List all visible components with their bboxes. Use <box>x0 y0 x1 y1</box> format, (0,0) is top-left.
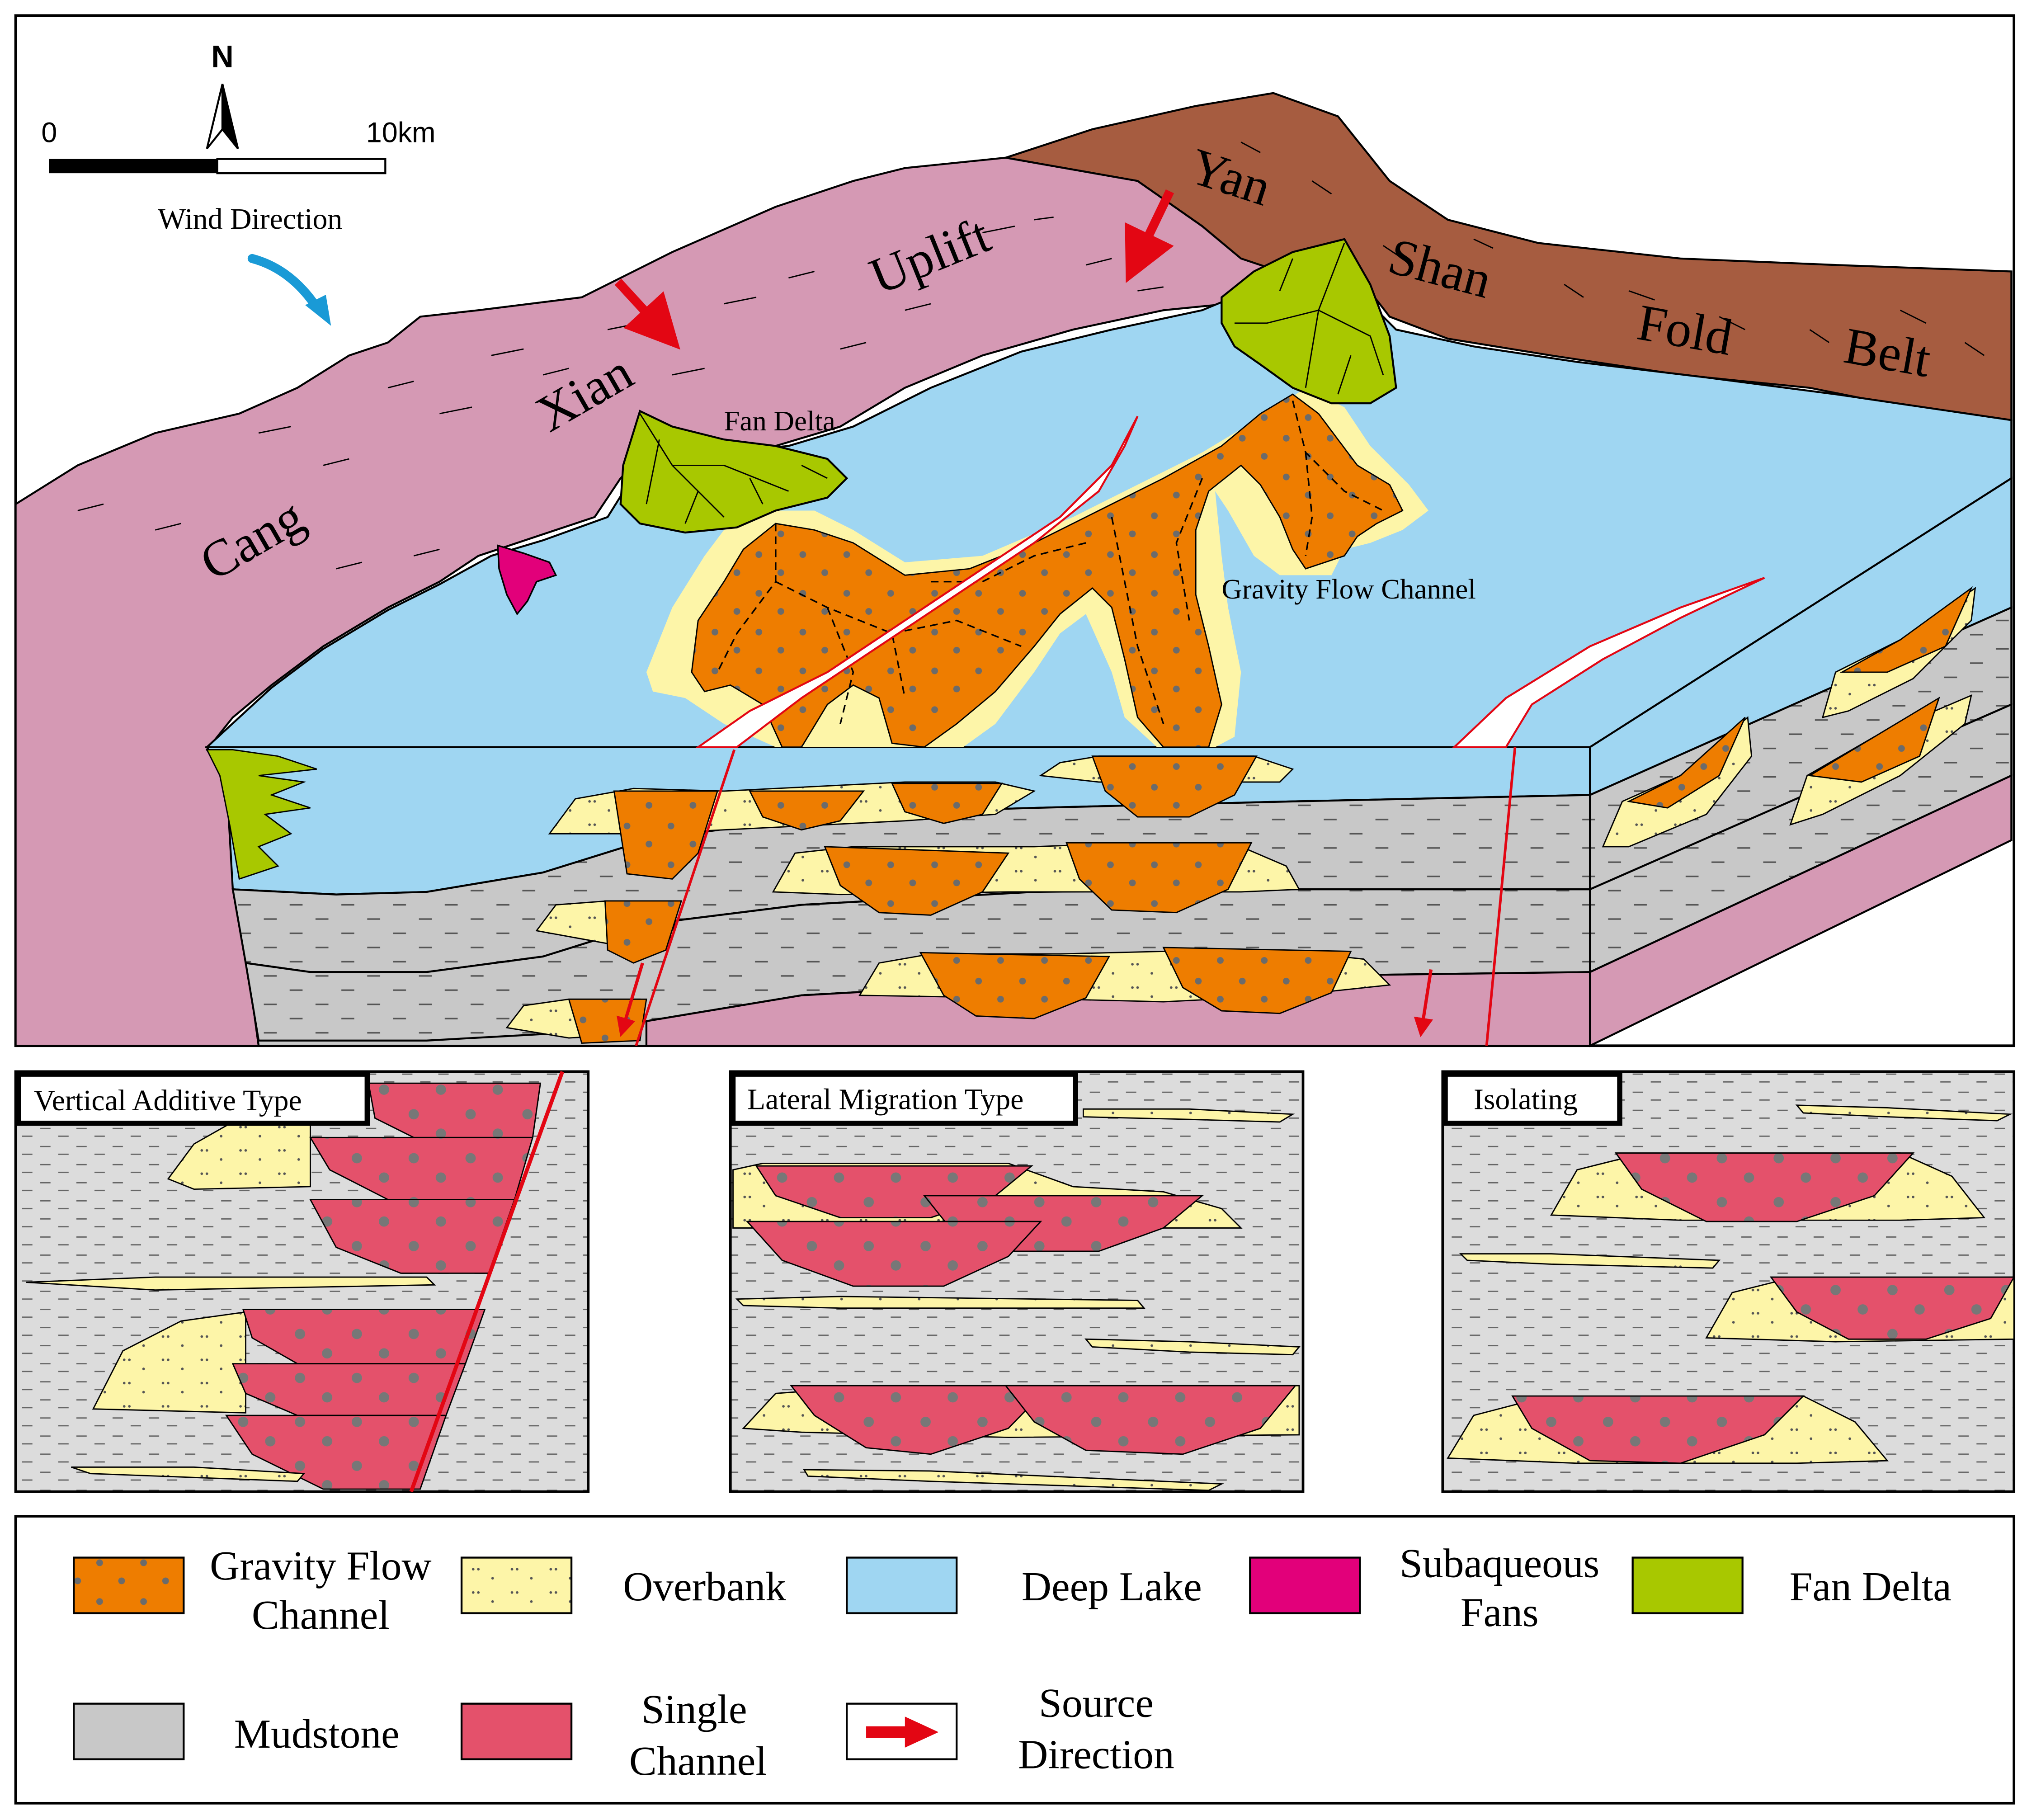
block-diagram: 0 10km N Wind Direction Fan Delta Gravit… <box>14 14 2016 1047</box>
legend-label: Channel <box>252 1592 390 1638</box>
panel-title: Vertical Additive Type <box>34 1084 302 1117</box>
panel-title-box <box>730 1071 1078 1126</box>
front-channel <box>604 900 683 964</box>
subaqueous-fan <box>497 544 557 616</box>
panel-isolating: Isolating <box>1441 1070 2016 1493</box>
fan-delta-label: Fan Delta <box>724 405 835 437</box>
legend-label: Gravity Flow <box>210 1542 432 1589</box>
wind-direction-label: Wind Direction <box>158 203 342 236</box>
front-face-channels <box>505 755 1391 1044</box>
panel-lateral-migration: Lateral Migration Type <box>729 1070 1305 1493</box>
front-channel <box>613 790 719 880</box>
overbank-thin-bed <box>803 1469 1224 1491</box>
legend-label: Overbank <box>623 1563 786 1609</box>
block-side-basement <box>1589 774 2013 1047</box>
legend-label: Source <box>1039 1679 1154 1726</box>
panel-title: Isolating <box>1474 1083 1578 1116</box>
terrain-hatching <box>77 141 1985 570</box>
north-label: N <box>211 39 234 74</box>
front-channel <box>891 783 1003 824</box>
source-direction-arrow-icon <box>614 278 680 350</box>
overbank-thin-bed <box>1795 1104 2013 1122</box>
legend: Gravity Flow Channel Overbank Deep Lake … <box>14 1515 2016 1805</box>
legend-label: Direction <box>1018 1731 1174 1778</box>
side-channel <box>1839 586 1973 673</box>
legend-label: Subaqueous <box>1400 1540 1599 1586</box>
front-fan-delta <box>206 749 317 880</box>
overbank-thin-bed <box>1459 1253 1721 1269</box>
legend-label: Deep Lake <box>1022 1563 1202 1609</box>
front-fault-left <box>635 749 736 1047</box>
panel-title-box <box>1442 1071 1622 1126</box>
single-channel-lens <box>745 1221 1042 1287</box>
fan-delta-right <box>1221 238 1397 405</box>
scale-end-label: 10km <box>366 117 436 149</box>
front-channel <box>749 790 865 831</box>
fan-delta-right-veins <box>1234 243 1384 395</box>
single-channel-lens <box>309 1199 516 1274</box>
panel-title-box <box>15 1071 370 1126</box>
legend-label: Fans <box>1461 1589 1539 1635</box>
overbank-lens <box>92 1311 246 1414</box>
mudstone-swatch <box>73 1702 185 1760</box>
single-channel-lens <box>1614 1152 1915 1222</box>
front-channel <box>824 846 1010 916</box>
side-channel <box>1808 696 1940 783</box>
fan-delta-swatch <box>1631 1556 1744 1614</box>
source-direction-arrow-head <box>905 1716 939 1748</box>
front-channel <box>1091 755 1258 818</box>
legend-label: Fan Delta <box>1790 1563 1952 1609</box>
overbank-thin-bed <box>1082 1108 1295 1123</box>
north-arrow: N <box>206 39 239 150</box>
cangxian-uplift <box>14 156 1282 1047</box>
single-channel-lens <box>1004 1385 1297 1455</box>
front-channel <box>1065 842 1253 914</box>
fault-slip-arrow <box>1414 969 1433 1037</box>
wind-direction-arrow-icon <box>247 254 321 312</box>
single-channel-lens <box>1511 1395 1805 1464</box>
panel-fault <box>409 1070 565 1493</box>
panel-title: Lateral Migration Type <box>747 1083 1023 1116</box>
overbank-thin-bed <box>26 1276 436 1291</box>
legend-label: Single <box>641 1686 747 1732</box>
front-channel <box>1162 947 1352 1014</box>
fan-delta-left-veins <box>639 413 828 524</box>
subaqueous-fans-swatch <box>1249 1556 1361 1614</box>
deep-lake-swatch <box>845 1556 958 1614</box>
legend-label: Channel <box>629 1738 767 1784</box>
front-fault-right <box>1485 747 1517 1046</box>
front-channel <box>919 952 1111 1019</box>
fault-slip-arrow <box>617 962 644 1037</box>
scale-bar: 0 10km <box>41 117 436 174</box>
wind-direction-arrow-head <box>305 294 331 326</box>
single-channel-swatch <box>460 1702 573 1760</box>
legend-label: Mudstone <box>234 1711 400 1757</box>
panel-vertical-additive: Vertical Additive Type <box>14 1070 590 1493</box>
single-channel-lens <box>225 1415 447 1490</box>
lake-fault-scarp <box>695 415 1139 748</box>
overbank-swatch <box>460 1556 573 1614</box>
side-face-channels <box>1602 586 1976 848</box>
fan-delta-left <box>619 410 849 534</box>
front-channel <box>568 998 647 1044</box>
scale-start-label: 0 <box>41 117 57 149</box>
gravity-flow-channel-swatch <box>73 1556 185 1614</box>
channel-axis-lines <box>717 400 1384 724</box>
gravity-flow-channel-label: Gravity Flow Channel <box>1221 573 1475 605</box>
source-direction-arrow-icon <box>1125 189 1174 283</box>
lake-fault-scarp <box>1452 577 1765 748</box>
overbank-thin-bed <box>71 1466 306 1482</box>
overbank-thin-bed <box>735 1296 1145 1309</box>
side-channel <box>1626 717 1746 809</box>
single-channel-lens <box>1769 1276 2015 1340</box>
overbank-thin-bed <box>1084 1338 1301 1356</box>
